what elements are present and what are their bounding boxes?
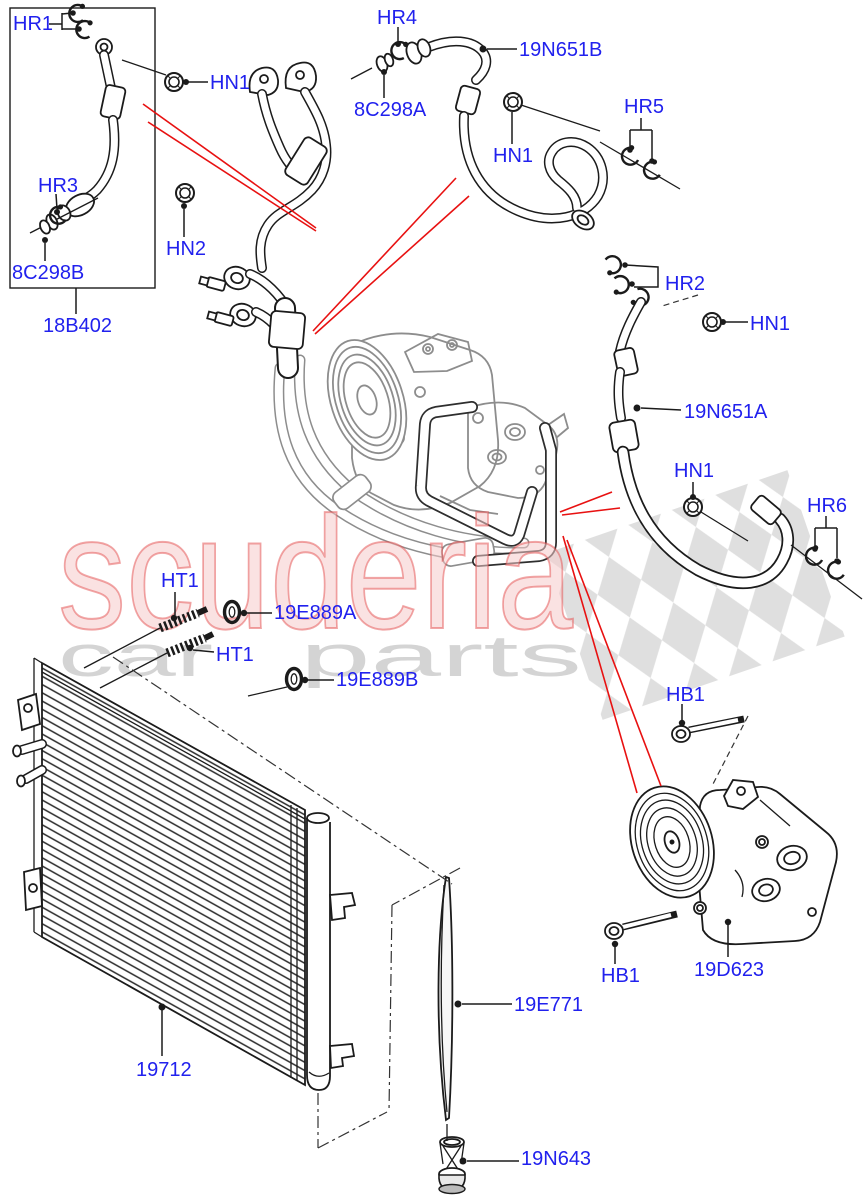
part-label-18b402[interactable]: 18B402 <box>43 315 112 337</box>
condenser-tab-bottom <box>329 1043 356 1070</box>
part-label-19e889a[interactable]: 19E889A <box>274 602 357 624</box>
condenser-19712 <box>12 657 357 1091</box>
construction-lines <box>112 656 461 1149</box>
nut-hn1-topleft <box>164 72 184 92</box>
part-label-hr6[interactable]: HR6 <box>807 495 848 517</box>
assembly-pulley <box>326 339 408 461</box>
watermark-tagline-right: parts <box>300 624 582 689</box>
assembly-metal-pipe <box>414 401 557 567</box>
y-hose-assembly <box>198 61 332 379</box>
hose-19n651b <box>350 27 681 231</box>
clip-hr2-b <box>611 274 631 297</box>
part-label-ht1-upper[interactable]: HT1 <box>161 570 199 592</box>
hose-19n651a <box>604 254 863 600</box>
part-label-19e889b[interactable]: 19E889B <box>336 669 419 691</box>
part-label-hn1-right-top[interactable]: HN1 <box>750 313 791 335</box>
nut-hn1-mid <box>503 92 523 112</box>
nut-hn2 <box>175 183 195 203</box>
compressor-body <box>696 785 838 946</box>
part-label-hb1-upper[interactable]: HB1 <box>666 684 705 706</box>
compressor-19d623 <box>604 704 838 964</box>
group-box-18b402 <box>9 7 156 289</box>
part-label-hn2[interactable]: HN2 <box>166 238 207 260</box>
part-label-hn1-topleft[interactable]: HN1 <box>210 72 251 94</box>
studs-and-orings <box>83 592 334 697</box>
part-label-hr1[interactable]: HR1 <box>13 13 54 35</box>
part-label-ht1-lower[interactable]: HT1 <box>216 644 254 666</box>
part-label-hn1-mid[interactable]: HN1 <box>493 145 534 167</box>
seal-19e771 <box>437 875 512 1122</box>
part-label-8c298b[interactable]: 8C298B <box>12 262 85 284</box>
compressor-pulley <box>629 785 715 899</box>
watermark-text: scuderia car parts <box>57 482 582 689</box>
condenser-tab-mid <box>329 892 357 922</box>
part-label-8c298a[interactable]: 8C298A <box>354 99 427 121</box>
watermark-checkered-flag <box>545 470 845 720</box>
part-label-19d623[interactable]: 19D623 <box>694 959 765 981</box>
part-label-hb1-lower[interactable]: HB1 <box>601 965 640 987</box>
bolt-hb1-upper <box>671 704 749 787</box>
part-label-hn1-right-mid[interactable]: HN1 <box>674 460 715 482</box>
part-label-19712[interactable]: 19712 <box>136 1059 192 1081</box>
part-label-19n651a[interactable]: 19N651A <box>684 401 768 423</box>
part-label-hr5[interactable]: HR5 <box>624 96 665 118</box>
assembly-twin-hoses <box>273 354 534 567</box>
part-label-hr2[interactable]: HR2 <box>665 273 706 295</box>
nut-hn1-right-top <box>702 312 722 332</box>
nut-hn1-right-mid <box>683 497 703 517</box>
condenser-core <box>41 661 306 1087</box>
valve-19n643 <box>438 1124 519 1195</box>
receiver-drier-tank <box>306 818 331 1091</box>
part-label-hr3[interactable]: HR3 <box>38 175 79 197</box>
watermark-brand: scuderia <box>58 483 573 662</box>
part-label-19n643[interactable]: 19N643 <box>521 1148 592 1170</box>
clip-hr2-a <box>604 254 623 277</box>
bolt-hb1-lower <box>604 910 678 964</box>
group-18b402 <box>9 0 208 314</box>
compressor-assembly-illustration <box>273 332 570 567</box>
part-label-hr4[interactable]: HR4 <box>377 7 418 29</box>
watermark-tagline-left: car <box>58 624 213 689</box>
pointer-lines <box>142 103 662 794</box>
part-label-19e771[interactable]: 19E771 <box>514 994 583 1016</box>
part-label-19n651b[interactable]: 19N651B <box>519 39 603 61</box>
